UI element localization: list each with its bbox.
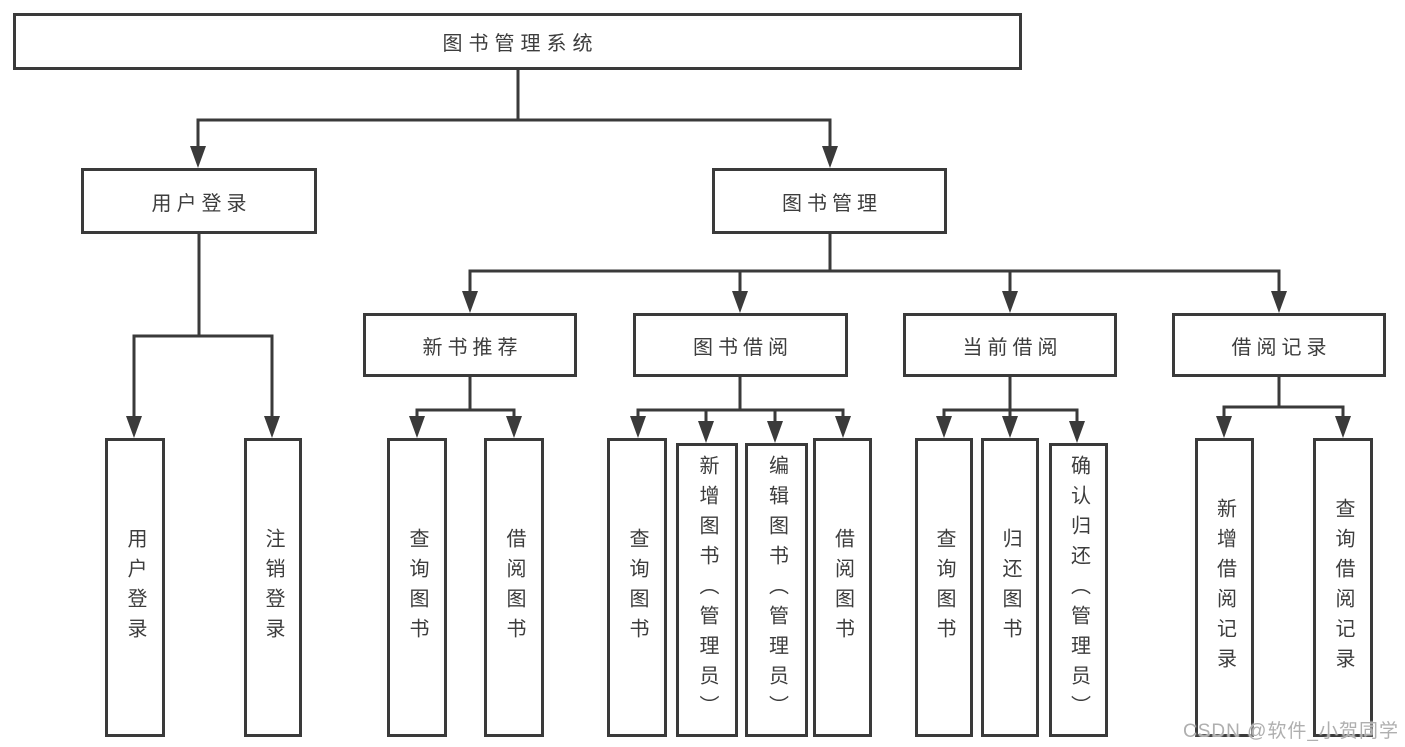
- leaf-query-books-current-label: 查询图书: [933, 527, 955, 648]
- node-new-book-recommendation: 新书推荐: [363, 313, 577, 377]
- leaf-return-book: 归还图书: [981, 438, 1039, 737]
- leaf-query-books-current: 查询图书: [915, 438, 973, 737]
- leaf-query-books-recommend-label: 查询图书: [406, 527, 428, 648]
- leaf-user-login-label: 用户登录: [124, 527, 146, 648]
- leaf-borrow-books-borrowing-label: 借阅图书: [831, 527, 854, 648]
- leaf-borrow-books-borrowing: 借阅图书: [813, 438, 872, 737]
- leaf-borrow-books-recommend: 借阅图书: [484, 438, 544, 737]
- leaf-logout: 注销登录: [244, 438, 302, 737]
- node-user-login: 用户登录: [81, 168, 317, 234]
- leaf-confirm-return-admin-label: 确认归还（管理员）: [1067, 455, 1090, 725]
- leaf-add-book-admin-label: 新增图书（管理员）: [696, 455, 718, 725]
- leaf-return-book-label: 归还图书: [999, 527, 1021, 648]
- connector-lines: [132, 70, 1345, 425]
- node-borrowing-records-label: 借阅记录: [1231, 336, 1332, 359]
- node-root-label: 图书管理系统: [442, 33, 599, 55]
- node-user-login-label: 用户登录: [151, 192, 252, 215]
- leaf-edit-book-admin: 编辑图书（管理员）: [745, 443, 808, 737]
- leaf-query-books-recommend: 查询图书: [387, 438, 447, 737]
- node-book-management-label: 图书管理: [782, 192, 882, 215]
- leaf-borrow-books-recommend-label: 借阅图书: [503, 527, 525, 648]
- node-borrowing-records: 借阅记录: [1172, 313, 1386, 377]
- leaf-user-login: 用户登录: [105, 438, 165, 737]
- node-current-borrowing: 当前借阅: [903, 313, 1117, 377]
- connector-arrowheads: [126, 146, 1351, 443]
- leaf-query-borrow-record-label: 查询借阅记录: [1332, 497, 1354, 678]
- leaf-add-borrow-record: 新增借阅记录: [1195, 438, 1254, 737]
- node-new-book-recommendation-label: 新书推荐: [422, 336, 523, 359]
- leaf-confirm-return-admin: 确认归还（管理员）: [1049, 443, 1108, 737]
- csdn-watermark: CSDN @软件_小贺同学: [1183, 721, 1399, 742]
- node-book-borrowing-label: 图书借阅: [693, 336, 793, 359]
- leaf-add-book-admin: 新增图书（管理员）: [676, 443, 738, 737]
- leaf-query-books-borrowing-label: 查询图书: [626, 527, 648, 648]
- node-current-borrowing-label: 当前借阅: [962, 336, 1063, 359]
- node-root-library-management-system: 图书管理系统: [13, 13, 1022, 70]
- node-book-management: 图书管理: [712, 168, 947, 234]
- node-book-borrowing: 图书借阅: [633, 313, 848, 377]
- leaf-logout-label: 注销登录: [262, 527, 284, 648]
- leaf-edit-book-admin-label: 编辑图书（管理员）: [765, 455, 788, 725]
- leaf-query-books-borrowing: 查询图书: [607, 438, 667, 737]
- leaf-query-borrow-record: 查询借阅记录: [1313, 438, 1373, 737]
- leaf-add-borrow-record-label: 新增借阅记录: [1213, 497, 1236, 678]
